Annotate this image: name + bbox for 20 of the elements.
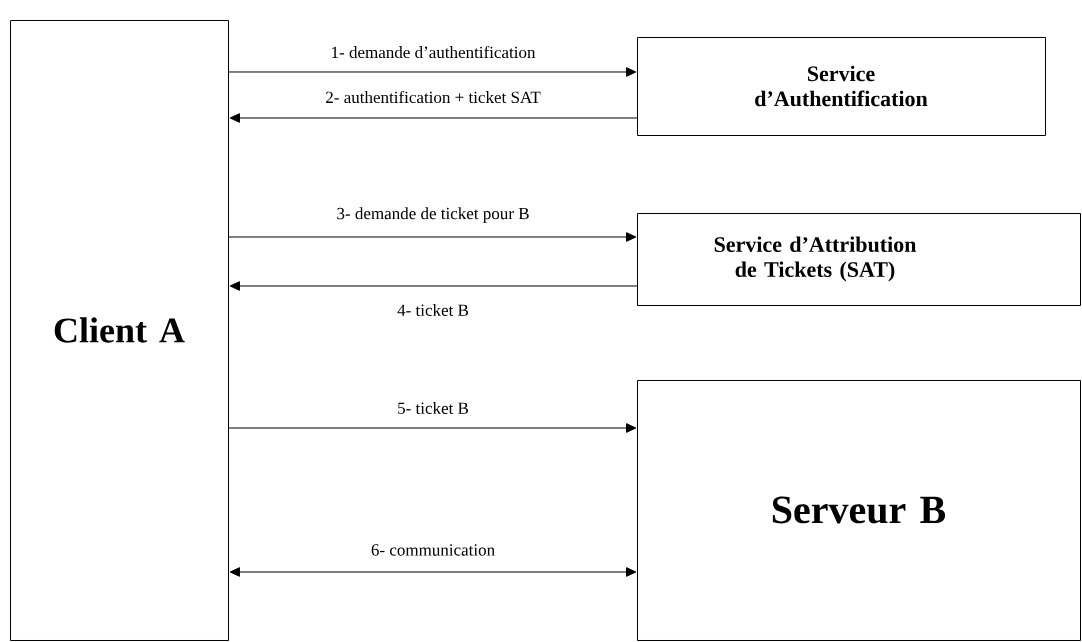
- box-title: Service d’Authentification: [755, 65, 928, 107]
- process-box: [10, 20, 229, 641]
- process-box: [637, 37, 1046, 136]
- edge-label: 1- demande d’authentification: [332, 45, 536, 59]
- edge-label: 6- communication: [371, 544, 495, 556]
- edge-label: 4- ticket B: [397, 304, 469, 316]
- edge-label: 2- authentification + ticket SAT: [326, 90, 541, 104]
- box-title: Serveur B: [772, 496, 946, 524]
- process-box: [637, 213, 1081, 306]
- edge-label: 5- ticket B: [398, 402, 469, 414]
- process-box: [637, 380, 1081, 641]
- arrow: [229, 567, 637, 577]
- edge-label: 3- demande de ticket pour B: [337, 207, 529, 223]
- arrow: [229, 113, 638, 123]
- arrow: [228, 423, 637, 433]
- arrow: [229, 281, 638, 291]
- arrow: [228, 232, 637, 242]
- box-title: Client A: [54, 317, 185, 343]
- box-title: Service d’Attribution de Tickets (SAT): [714, 236, 917, 282]
- arrow: [228, 67, 637, 77]
